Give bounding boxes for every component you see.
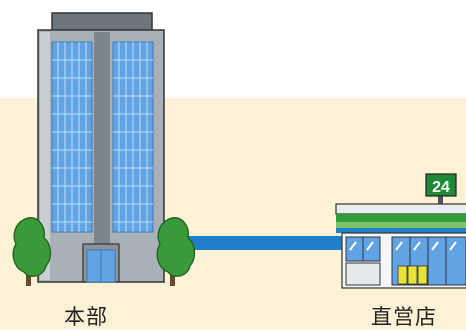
- direct-store-label: 直営店: [371, 305, 437, 329]
- store-sign: [425, 173, 457, 197]
- headquarters-label: 本部: [64, 305, 108, 329]
- tree-icon: [12, 217, 52, 286]
- connection-line: [188, 236, 344, 250]
- store-sign-number: 24: [432, 179, 450, 196]
- tree-icon: [156, 217, 196, 286]
- convenience-store-icon: [335, 173, 466, 289]
- office-building-icon: [37, 12, 165, 283]
